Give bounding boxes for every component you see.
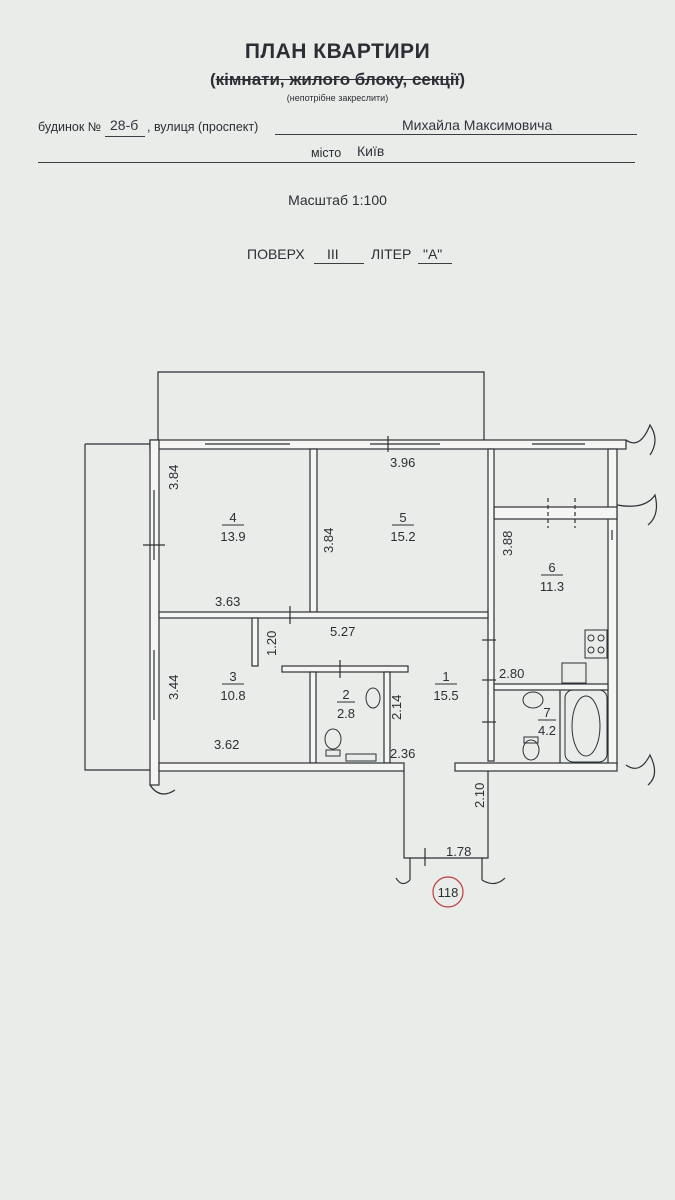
plan-title: ПЛАН КВАРТИРИ — [244, 40, 431, 63]
scale-label: Масштаб 1:100 — [288, 192, 387, 208]
room-5-number: 5 — [399, 510, 406, 525]
stamp-number: 118 — [438, 885, 459, 900]
room-4-number: 4 — [229, 510, 236, 525]
floor-label: ПОВЕРХ — [247, 246, 305, 262]
toilet-icon — [522, 739, 540, 761]
street-label: , вулиця (проспект) — [147, 120, 259, 134]
building-label: будинок № — [38, 120, 102, 134]
dim-3-88: 3.88 — [500, 531, 515, 556]
dim-3-44: 3.44 — [166, 675, 181, 700]
bathtub-icon — [564, 689, 608, 763]
dim-3-63: 3.63 — [215, 594, 240, 609]
dim-3-96: 3.96 — [390, 455, 415, 470]
dim-3-62: 3.62 — [214, 737, 239, 752]
room-5-area: 15.2 — [390, 529, 415, 544]
dim-2-36: 2.36 — [390, 746, 415, 761]
dim-1-78: 1.78 — [446, 844, 471, 859]
room-2-area: 2.8 — [337, 706, 355, 721]
room-7-number: 7 — [543, 705, 550, 720]
dim-2-80: 2.80 — [499, 666, 524, 681]
stamp-circle — [432, 876, 464, 908]
room-3-area: 10.8 — [220, 688, 245, 703]
building-value: 28-б — [110, 117, 139, 133]
room-2-number: 2 — [342, 687, 349, 702]
city-value: Київ — [357, 143, 385, 159]
room-4-area: 13.9 — [220, 529, 245, 544]
dim-5-27: 5.27 — [330, 624, 355, 639]
stove-icon — [584, 629, 608, 659]
room-7-area: 4.2 — [538, 723, 556, 738]
floor-value: III — [327, 246, 339, 262]
dimension-labels: 3.84 3.96 3.84 3.88 3.63 5.27 1.20 3.44 … — [166, 455, 524, 900]
room-6-area: 11.3 — [540, 579, 564, 594]
room-3-number: 3 — [229, 669, 236, 684]
street-value: Михайла Максимовича — [402, 117, 553, 133]
liter-value: "А" — [423, 246, 443, 262]
dim-2-10: 2.10 — [472, 783, 487, 808]
dim-1-20: 1.20 — [264, 631, 279, 656]
room-1-area: 15.5 — [433, 688, 458, 703]
strike-note: (непотрібне закреслити) — [286, 93, 389, 103]
washbasin-icon — [522, 691, 544, 709]
dim-2-14: 2.14 — [389, 695, 404, 720]
city-label: місто — [311, 146, 342, 160]
sink-icon — [561, 662, 587, 684]
room-6-number: 6 — [548, 560, 555, 575]
dim-3-84-mid: 3.84 — [321, 528, 336, 553]
room-labels: 4 13.9 5 15.2 6 11.3 3 10.8 1 15.5 2 2.8… — [220, 510, 564, 738]
room-1-number: 1 — [442, 669, 449, 684]
subtitle-struck-text: кімнати, жилого блоку, секції — [215, 70, 460, 89]
fixtures — [324, 629, 608, 763]
dim-3-84-left: 3.84 — [166, 465, 181, 490]
liter-label: ЛІТЕР — [371, 246, 412, 262]
plan-subtitle: (кімнати, жилого блоку, секції) — [209, 70, 466, 89]
walls — [84, 371, 658, 885]
